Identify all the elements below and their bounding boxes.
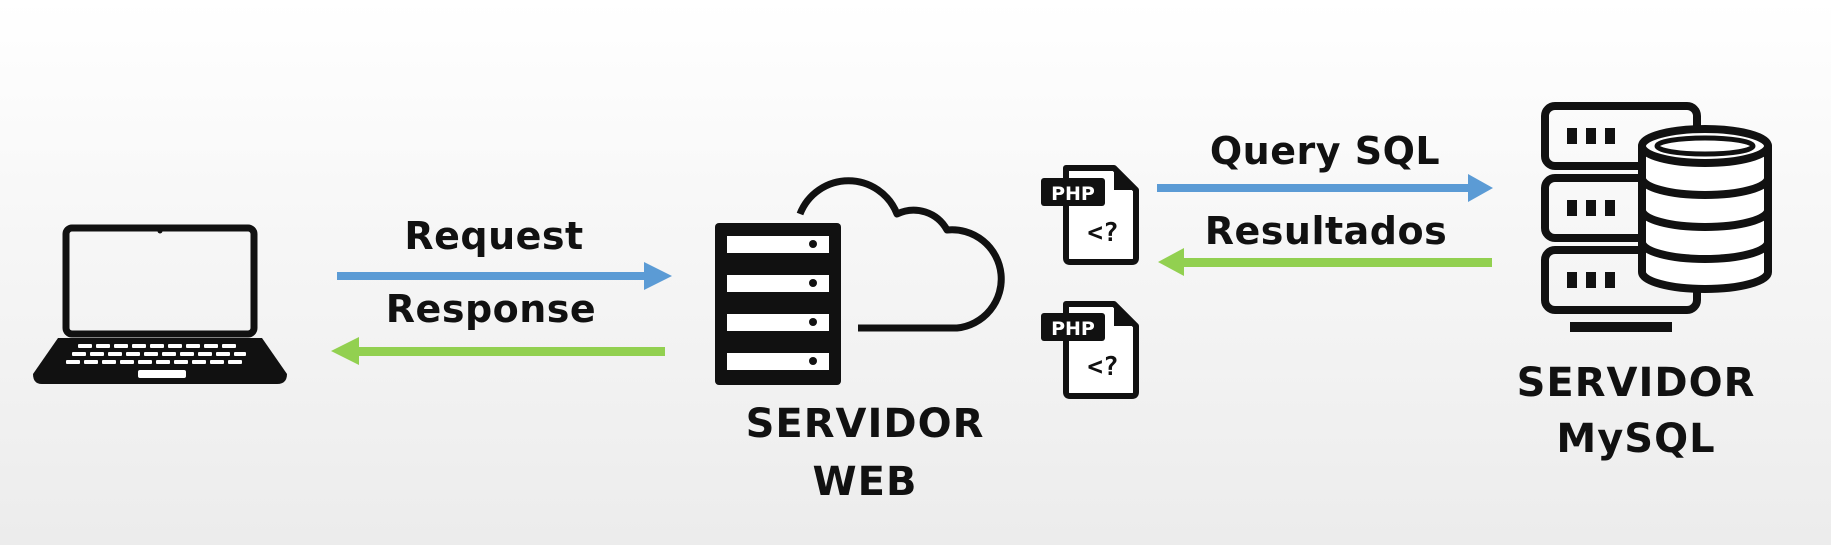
response-arrow xyxy=(331,337,665,365)
web-server-label-line1: SERVIDOR xyxy=(746,401,985,447)
results-label: Resultados xyxy=(1205,209,1447,253)
laptop-icon xyxy=(33,224,287,384)
request-arrow xyxy=(337,262,672,290)
database-server-icon xyxy=(1541,102,1772,332)
php-code-2: <? xyxy=(1087,352,1118,382)
server-cloud-icon xyxy=(715,177,1005,385)
query-arrow xyxy=(1157,174,1493,202)
response-label: Response xyxy=(386,287,596,331)
php-badge-1: PHP xyxy=(1051,183,1095,205)
php-file-icon xyxy=(1041,165,1139,265)
web-server-label-line2: WEB xyxy=(813,459,918,505)
php-file-icon xyxy=(1041,301,1139,399)
mysql-server-label-line2: MySQL xyxy=(1556,416,1715,462)
php-badge-2: PHP xyxy=(1051,318,1095,340)
php-code-1: <? xyxy=(1087,218,1118,248)
request-label: Request xyxy=(404,214,583,258)
mysql-server-label-line1: SERVIDOR xyxy=(1517,360,1756,406)
query-label: Query SQL xyxy=(1210,129,1440,173)
results-arrow xyxy=(1158,248,1492,276)
